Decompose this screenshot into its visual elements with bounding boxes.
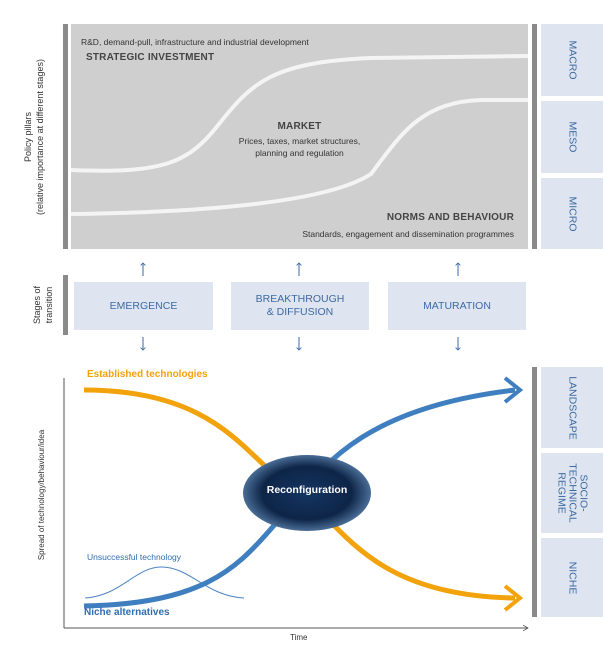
norms-text: Standards, engagement and dissemination … [302,229,514,239]
policy-pillars-panel: R&D, demand-pull, infrastructure and ind… [71,24,528,249]
market-text-line1: Prices, taxes, market structures, [238,136,361,146]
established-arrowhead [503,584,524,612]
scale-label-micro: MICRO [566,196,579,231]
level-label-landscape: LANDSCAPE [566,375,579,440]
scale-bracket-bar [532,24,537,249]
scale-label-macro: MACRO [566,40,579,80]
reconfiguration-label: Reconfiguration [266,484,348,496]
scale-label-meso: MESO [566,121,579,153]
unsuccessful-technology-label: Unsuccessful technology [87,552,182,562]
policy-label-line1: Policy pillars [23,111,33,162]
level-label-regime: SOCIO- TECHNICAL REGIME [555,463,590,523]
policy-bracket-bar [63,24,68,249]
stage-arrows [140,262,461,351]
niche-alternatives-curve [83,387,516,609]
policy-label-line2: (relative importance at different stages… [35,58,45,215]
market-heading: MARKET [277,121,322,132]
market-curve [71,98,528,216]
unsuccessful-technology-curve [84,566,245,599]
scale-box-micro: MICRO [541,178,603,249]
stages-bracket-bar [63,275,68,335]
established-technologies-label: Established technologies [87,369,208,380]
stage-breakthrough-diffusion: BREAKTHROUGH & DIFFUSION [231,282,369,330]
market-text-line2: planning and regulation [255,148,344,158]
strategic-investment-curve [71,54,528,173]
level-label-niche: NICHE [566,561,579,594]
policy-curves [71,54,528,216]
strategic-investment-heading: STRATEGIC INVESTMENT [86,52,215,63]
policy-pillars-label: Policy pillars (relative importance at d… [6,24,62,249]
stage-emergence: EMERGENCE [74,282,213,330]
level-box-niche: NICHE [541,538,603,617]
scale-box-macro: MACRO [541,24,603,96]
level-box-landscape: LANDSCAPE [541,367,603,448]
transition-diagram [63,376,529,632]
reconfiguration-ellipse [243,455,371,531]
level-box-regime: SOCIO- TECHNICAL REGIME [541,453,603,533]
x-axis-label: Time [290,633,308,642]
niche-arrowhead [503,376,524,404]
niche-alternatives-label: Niche alternatives [84,607,170,618]
rd-text: R&D, demand-pull, infrastructure and ind… [81,37,309,47]
level-bracket-bar [532,367,537,617]
stage-maturation: MATURATION [388,282,526,330]
scale-box-meso: MESO [541,101,603,173]
norms-heading: NORMS AND BEHAVIOUR [386,212,514,223]
